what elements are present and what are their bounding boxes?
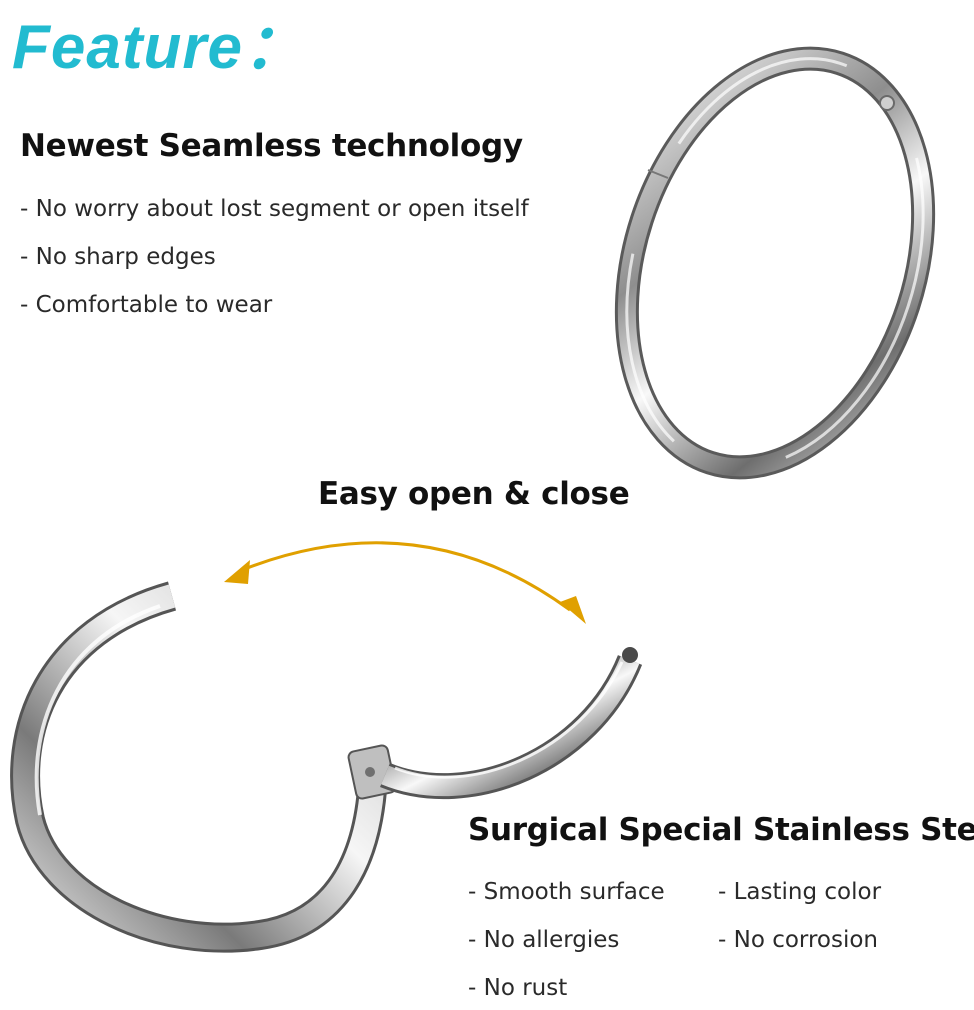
steel-bullet-smooth: - Smooth surface (468, 879, 665, 905)
steel-bullet-allergies: - No allergies (468, 927, 620, 953)
seamless-bullet-3: - Comfortable to wear (20, 292, 273, 318)
steel-bullet-rust: - No rust (468, 975, 568, 1001)
steel-heading: Surgical Special Stainless Steel (468, 812, 974, 848)
open-close-heading: Easy open & close (318, 476, 630, 512)
open-hoop-ring-image (10, 581, 643, 953)
closed-hoop-ring-image (614, 46, 936, 480)
steel-bullet-corrosion: - No corrosion (718, 927, 879, 953)
seamless-heading: Newest Seamless technology (20, 128, 523, 164)
seamless-bullet-1: - No worry about lost segment or open it… (20, 196, 529, 222)
steel-bullet-color: - Lasting color (718, 879, 882, 905)
page-title: Feature： (12, 13, 306, 82)
double-arrow-icon (224, 541, 586, 624)
seamless-bullet-2: - No sharp edges (20, 244, 216, 270)
